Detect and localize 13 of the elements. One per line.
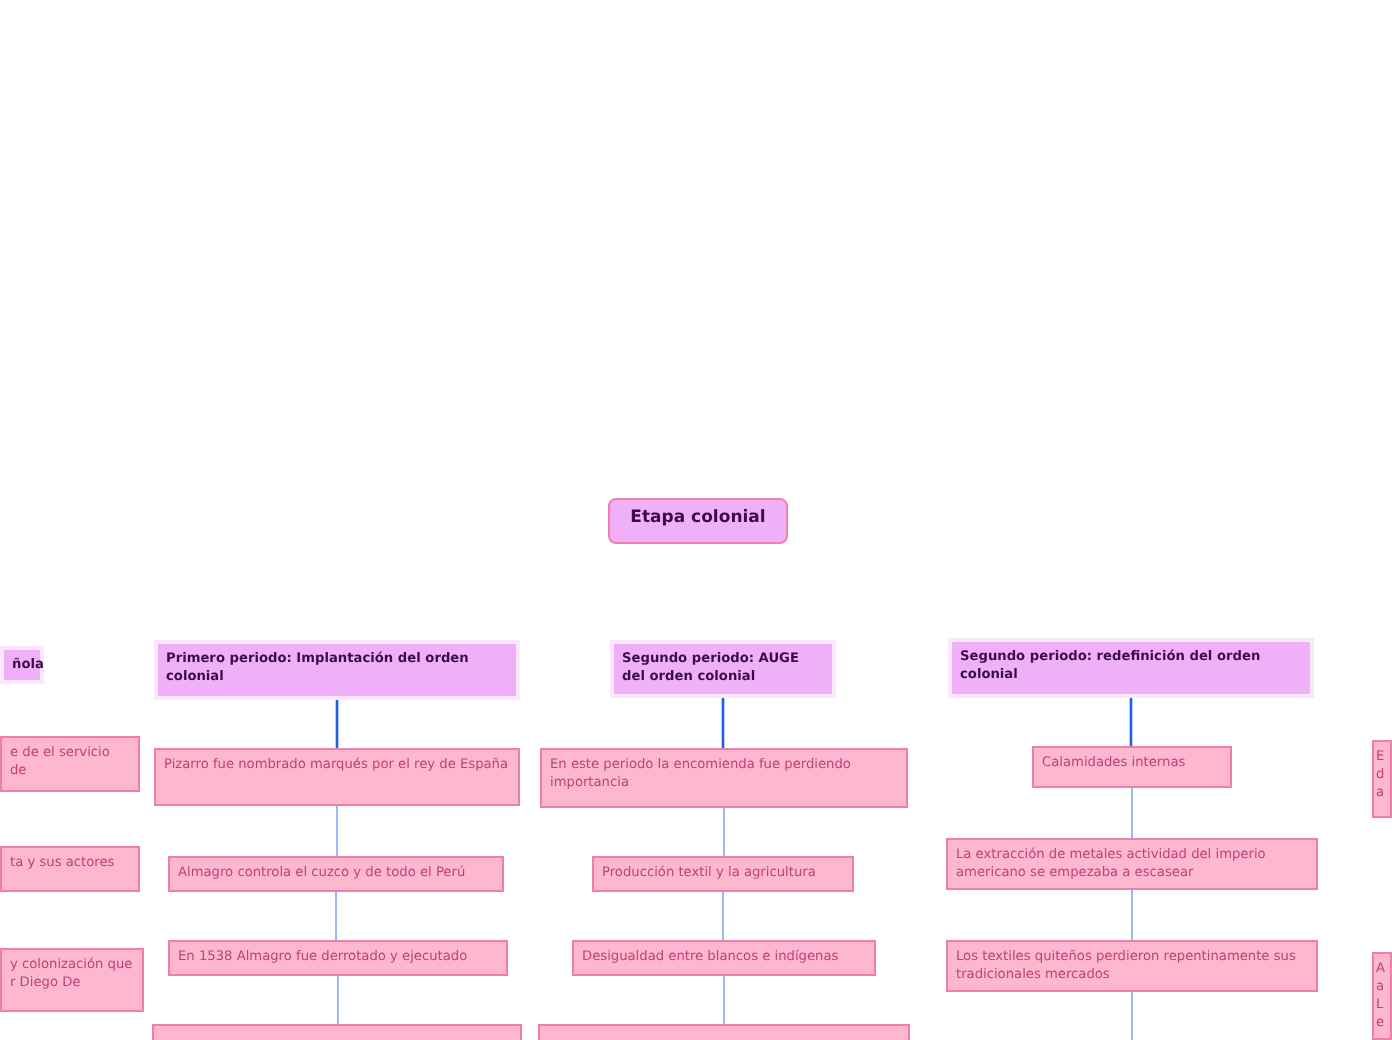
connector-line (721, 698, 725, 748)
connector-line (336, 805, 338, 857)
connector-line (723, 975, 725, 1025)
connector-line (1131, 787, 1133, 839)
connector-line (335, 891, 337, 941)
topic-box: Etapa colonial (608, 498, 788, 544)
connector-line (723, 807, 725, 857)
connector-line (1131, 991, 1133, 1040)
connector-line (1131, 889, 1133, 941)
connector-line (337, 975, 339, 1025)
connector-line (722, 891, 724, 941)
connector-line (335, 700, 339, 748)
connector-line (1129, 698, 1133, 746)
